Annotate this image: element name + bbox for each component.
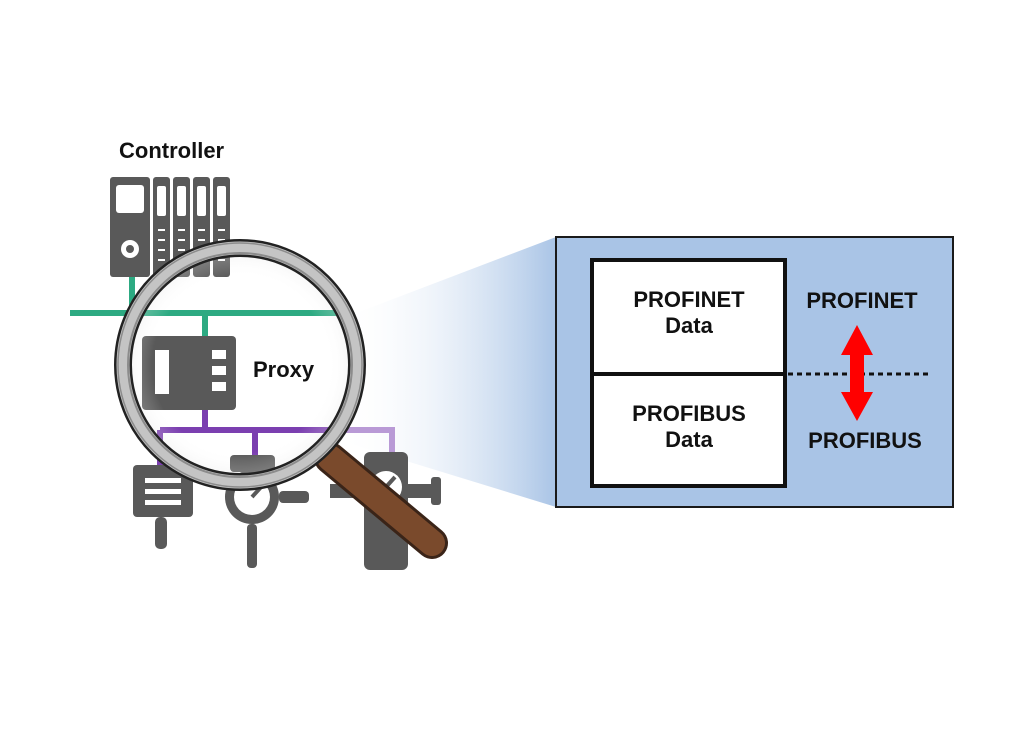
proxy-label: Proxy — [253, 357, 315, 382]
profinet-data-line-1: PROFINET — [633, 287, 745, 312]
magnifying-glass-icon — [114, 239, 448, 559]
plc-controller-icon — [110, 177, 230, 277]
profibus-data-line-2: Data — [665, 427, 713, 452]
double-arrow-icon — [841, 325, 873, 421]
profinet-data-label: PROFINET Data — [596, 287, 782, 339]
profinet-side-label: PROFINET — [806, 288, 918, 313]
profibus-data-box — [590, 372, 787, 488]
field-transmitter-icon — [133, 465, 193, 549]
profibus-data-line-1: PROFIBUS — [632, 401, 746, 426]
profibus-data-label: PROFIBUS Data — [596, 401, 782, 453]
profibus-side-label: PROFIBUS — [808, 428, 922, 453]
controller-label: Controller — [119, 138, 225, 163]
profinet-data-line-2: Data — [665, 313, 713, 338]
